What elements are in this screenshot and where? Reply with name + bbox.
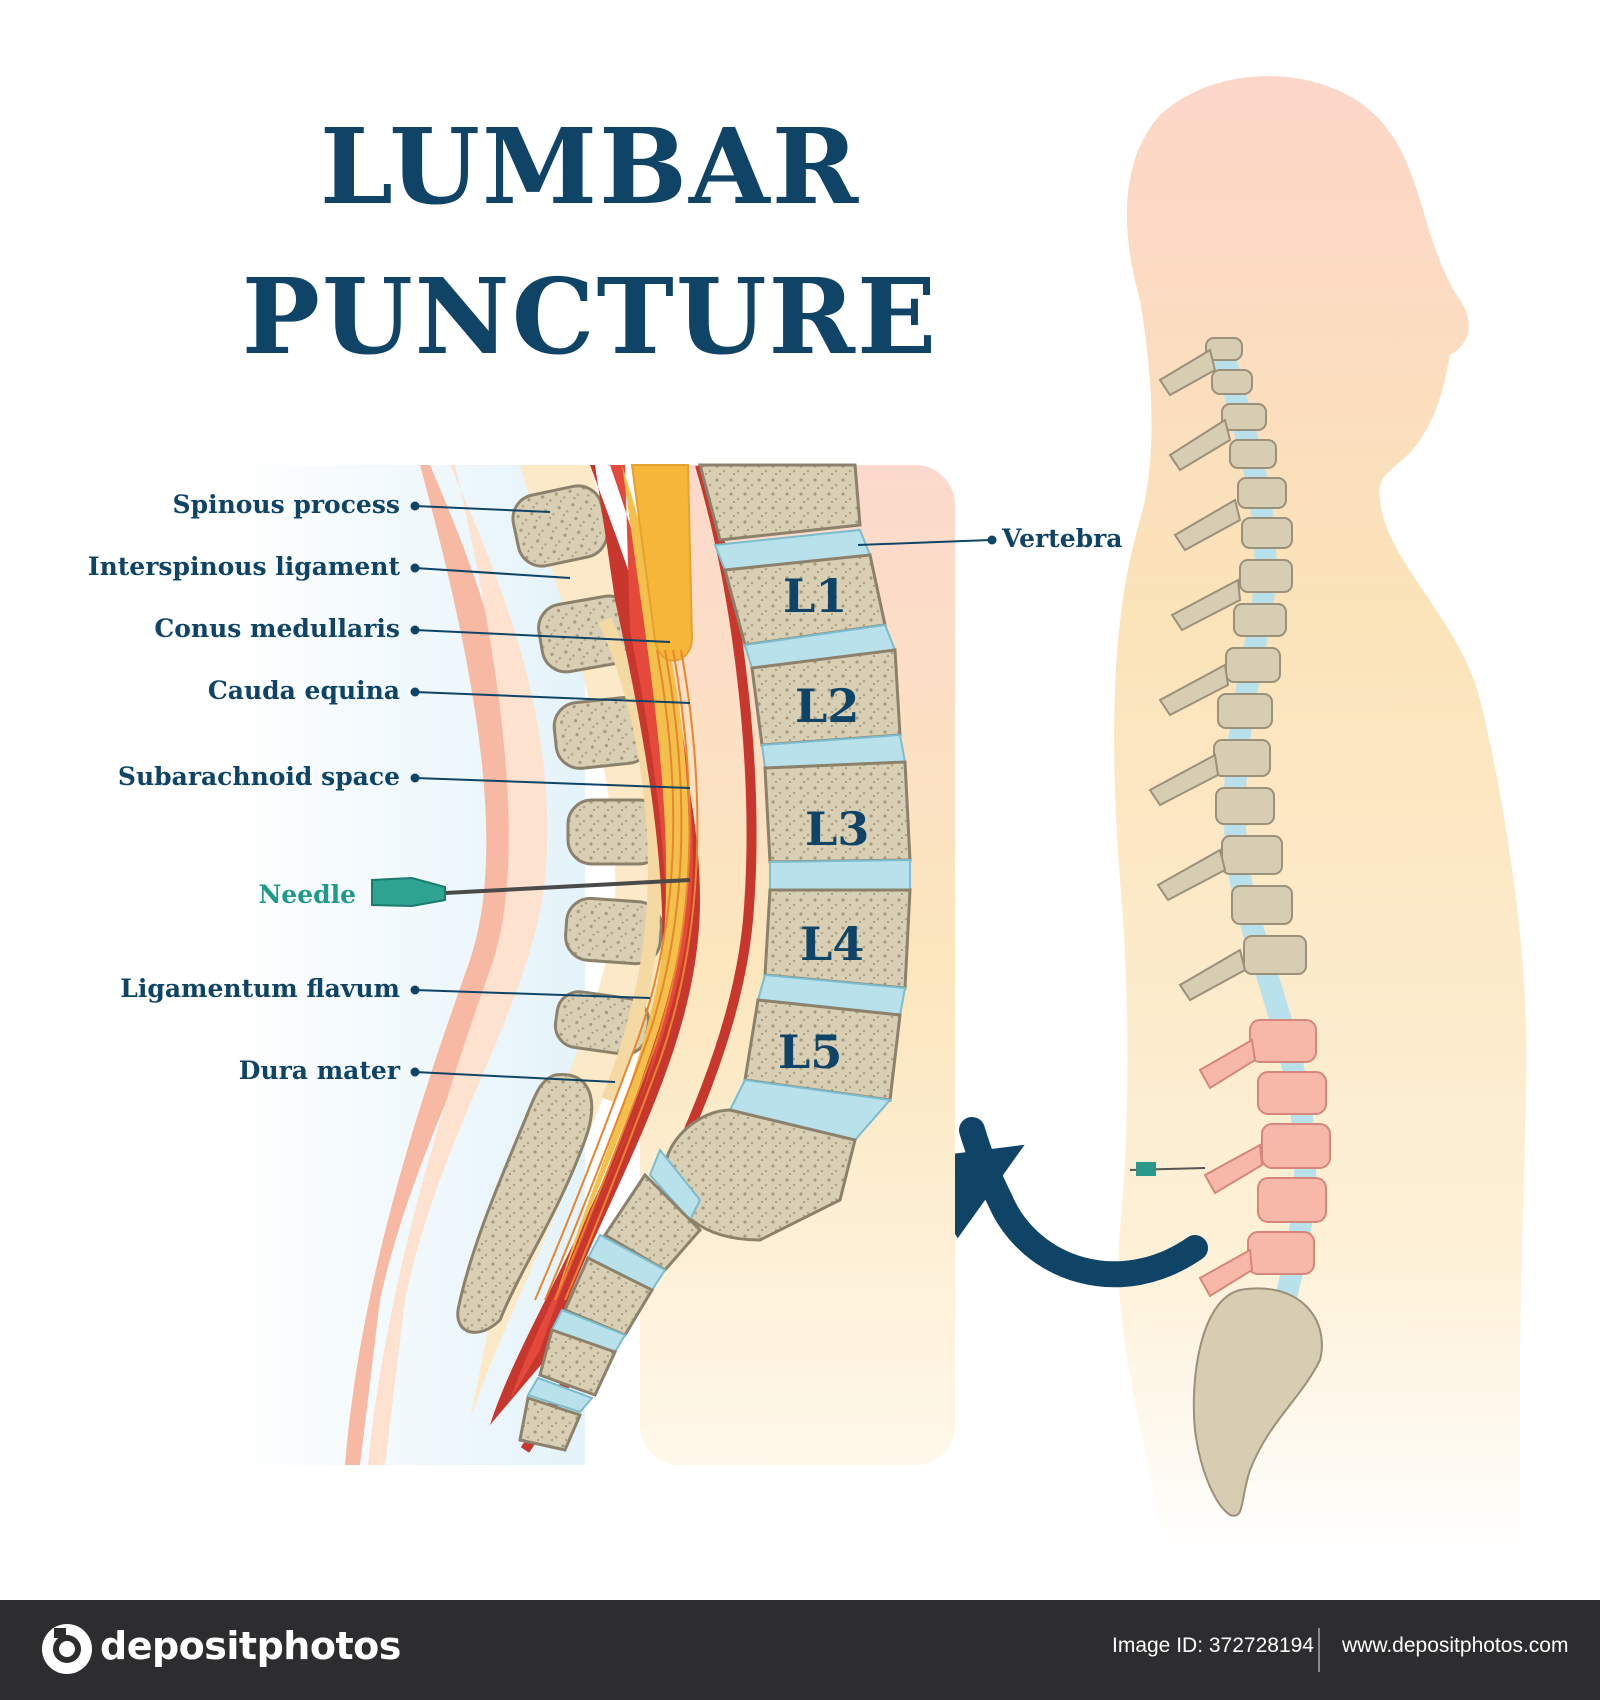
label-ligamentum-flavum: Ligamentum flavum [120,974,400,1003]
vertebra-label-l2: L2 [795,679,859,733]
label-spinous-process: Spinous process [172,490,400,519]
title-line-2: PUNCTURE [241,255,939,378]
sacrum-small [1192,1287,1323,1517]
label-vertebra: Vertebra [1002,524,1123,553]
label-needle: Needle [258,880,356,909]
illustration: L1 L2 L3 L4 L5 [225,76,1527,1560]
site-url[interactable]: www.depositphotos.com [1342,1634,1569,1657]
image-id: Image ID: 372728194 [1112,1634,1314,1657]
footer-divider [1318,1628,1320,1672]
footer-bar: depositphotos Image ID: 372728194 www.de… [0,1600,1600,1700]
leader-lines [414,505,991,1083]
cross-section: L1 L2 L3 L4 L5 [225,463,955,1465]
vertebra-label-l1: L1 [783,569,847,623]
label-conus-medullaris: Conus medullaris [154,614,400,643]
label-dura-mater: Dura mater [238,1056,400,1085]
needle-icon [371,876,691,908]
needle-small-icon [1129,1162,1206,1176]
brand-logo-icon [42,1624,92,1674]
title-line-1: LUMBAR [319,105,861,228]
label-cauda-equina: Cauda equina [207,676,400,705]
vertebra-labels: L1 L2 L3 L4 L5 [778,569,869,1079]
label-subarachnoid-space: Subarachnoid space [117,762,400,791]
vertebra-label-l4: L4 [800,917,864,971]
full-spine-illustration [1129,337,1331,1517]
brand-name[interactable]: depositphotos [100,1624,401,1668]
vertebra-label-l3: L3 [805,802,869,856]
vertebra-label-l5: L5 [778,1025,842,1079]
label-interspinous-ligament: Interspinous ligament [87,552,400,581]
